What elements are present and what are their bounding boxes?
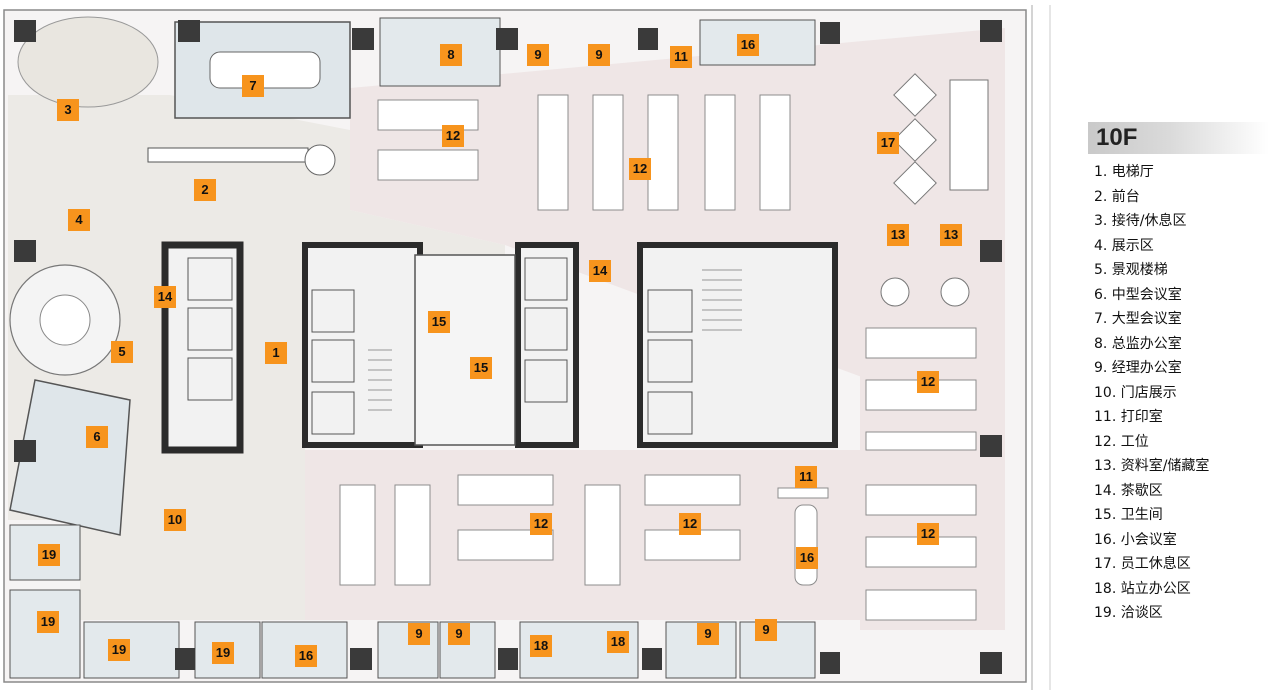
room-tag-small-meeting-sw: 16 [295, 645, 317, 667]
elevator-core-mid [302, 242, 423, 448]
room-tag-storage-1: 13 [887, 224, 909, 246]
room-tag-exhibition: 4 [68, 209, 90, 231]
workstation-rows-east [865, 327, 977, 621]
legend-header: 10F [1088, 122, 1269, 154]
room-tag-discussion-3: 19 [108, 639, 130, 661]
room-tag-workstations-south-1: 12 [530, 513, 552, 535]
legend-list: 1. 电梯厅 2. 前台 3. 接待/休息区 4. 展示区 5. 景观楼梯 6.… [1094, 160, 1269, 626]
lounge-tables [880, 73, 989, 307]
legend-item: 5. 景观楼梯 [1094, 262, 1168, 278]
lobby-area [8, 95, 505, 620]
room-tag-store-display: 10 [164, 509, 186, 531]
floor-label: 10F [1096, 124, 1138, 151]
room-tag-storage-2: 13 [940, 224, 962, 246]
room-tag-manager-office-3: 9 [408, 623, 430, 645]
medium-meeting-room [9, 379, 131, 536]
room-tag-pantry-west: 14 [154, 286, 176, 308]
landscape-stair-core [39, 294, 91, 346]
conference-table [209, 51, 321, 89]
legend-item: 9. 经理办公室 [1094, 360, 1182, 376]
room-tag-staff-lounge: 17 [877, 132, 899, 154]
room-tag-discussion-2: 19 [37, 611, 59, 633]
elevator-core-east-2 [637, 242, 838, 448]
legend-item: 19. 洽谈区 [1094, 605, 1163, 621]
room-tag-elevator-lobby: 1 [265, 342, 287, 364]
room-tag-landscape-stair: 5 [111, 341, 133, 363]
reception-desk [147, 147, 309, 163]
elevator-cars [187, 257, 693, 435]
legend-item: 10. 门店展示 [1094, 384, 1177, 401]
stair-flights [368, 269, 742, 411]
room-tag-workstations-east-1: 12 [917, 371, 939, 393]
room-tag-print-room-north: 11 [670, 46, 692, 68]
workstation-blocks-south [339, 474, 829, 586]
workstation-columns-north [377, 94, 791, 211]
room-tag-standing-office-2: 18 [607, 631, 629, 653]
office-floor-north [350, 28, 1005, 430]
room-tag-restroom-2: 15 [470, 357, 492, 379]
legend-item: 2. 前台 [1094, 188, 1140, 205]
elevator-core-west [161, 241, 244, 454]
room-tag-restroom-1: 15 [428, 311, 450, 333]
room-tag-manager-office-2: 9 [588, 44, 610, 66]
room-tag-director-office: 8 [440, 44, 462, 66]
legend-item: 6. 中型会议室 [1094, 286, 1182, 303]
room-tag-workstations-east-2: 12 [917, 523, 939, 545]
room-tag-pantry-east: 14 [589, 260, 611, 282]
room-tag-reception: 2 [194, 179, 216, 201]
room-tag-medium-meeting: 6 [86, 426, 108, 448]
legend-panel: 10F 1. 电梯厅 2. 前台 3. 接待/休息区 4. 展示区 5. 景观楼… [1088, 122, 1269, 626]
room-tag-discussion-4: 19 [212, 642, 234, 664]
room-tag-standing-office-1: 18 [530, 635, 552, 657]
room-tag-manager-office-6: 9 [755, 619, 777, 641]
legend-item: 16. 小会议室 [1094, 531, 1177, 548]
elevator-core-east-1 [515, 242, 579, 448]
legend-item: 3. 接待/休息区 [1094, 213, 1187, 229]
room-tag-reception-lounge: 3 [57, 99, 79, 121]
room-tag-workstations-north: 12 [629, 158, 651, 180]
restroom-block [414, 254, 516, 446]
legend-item: 12. 工位 [1094, 433, 1149, 450]
room-tag-workstations-nw: 12 [442, 125, 464, 147]
room-tag-small-meeting-north: 16 [737, 34, 759, 56]
reception-lounge [17, 16, 159, 108]
room-tag-workstations-south-2: 12 [679, 513, 701, 535]
room-tag-manager-office-1: 9 [527, 44, 549, 66]
legend-item: 7. 大型会议室 [1094, 311, 1182, 327]
legend-item: 4. 展示区 [1094, 237, 1154, 254]
room-tag-large-meeting: 7 [242, 75, 264, 97]
room-tag-manager-office-4: 9 [448, 623, 470, 645]
legend-item: 1. 电梯厅 [1094, 164, 1154, 180]
room-tag-small-meeting-south: 16 [796, 547, 818, 569]
structural-columns [14, 20, 1002, 674]
legend-item: 18. 站立办公区 [1094, 580, 1191, 597]
legend-item: 14. 茶歇区 [1094, 482, 1163, 499]
legend-item: 13. 资料室/储藏室 [1094, 458, 1210, 474]
reception-plant [304, 144, 336, 176]
legend-item: 11. 打印室 [1094, 409, 1163, 425]
room-tag-manager-office-5: 9 [697, 623, 719, 645]
room-tag-print-room-south: 11 [795, 466, 817, 488]
room-tag-discussion-1: 19 [38, 544, 60, 566]
legend-item: 15. 卫生间 [1094, 507, 1163, 523]
legend-item: 17. 员工休息区 [1094, 556, 1191, 572]
legend-item: 8. 总监办公室 [1094, 335, 1182, 352]
floor-plan [3, 5, 1051, 690]
